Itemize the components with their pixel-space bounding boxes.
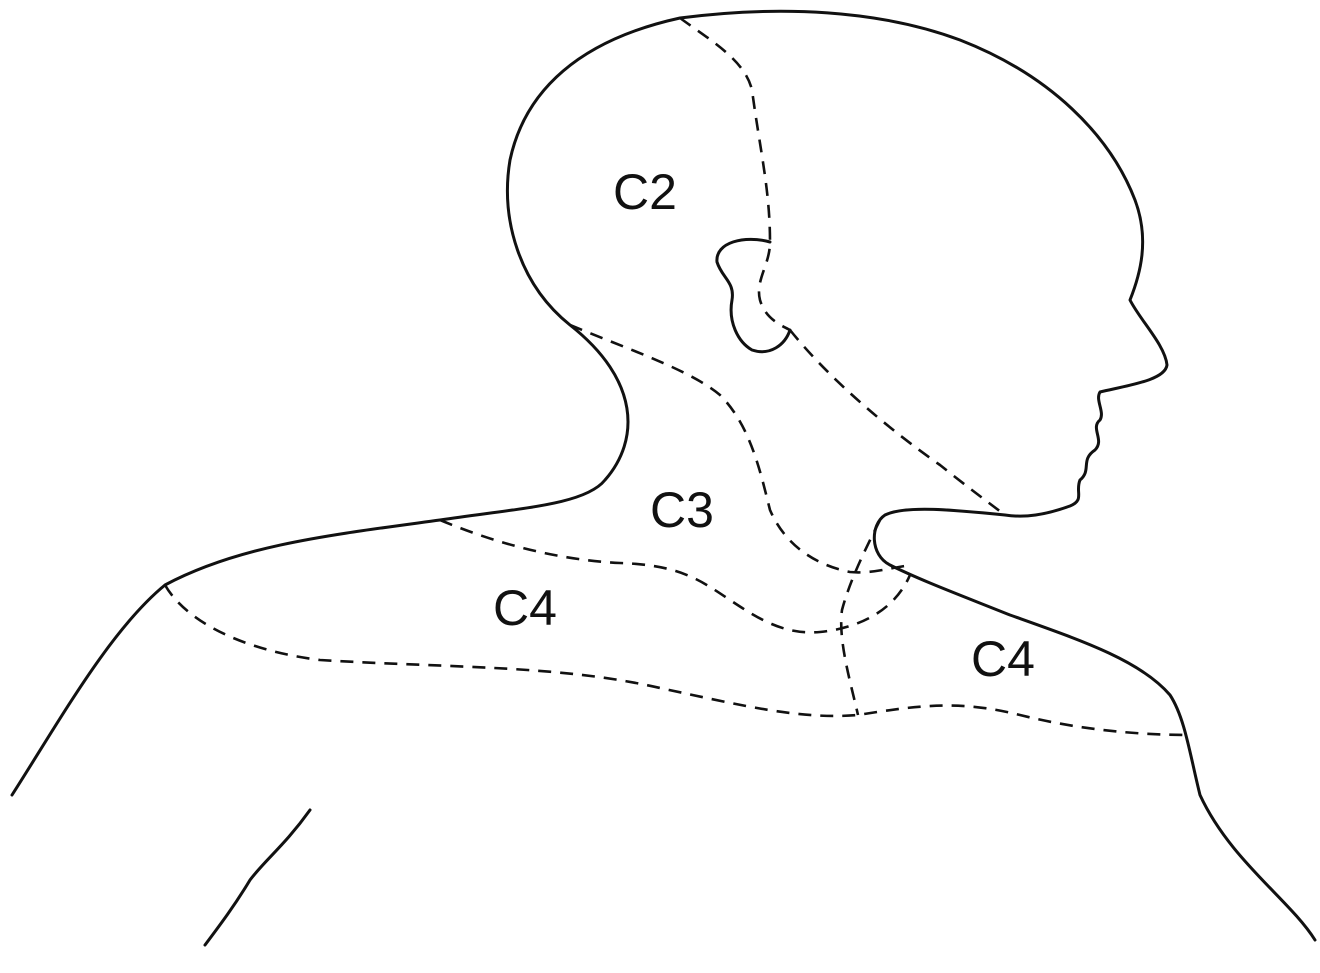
label-c3: C3 (650, 482, 714, 538)
head-and-back-outline (12, 11, 1315, 940)
label-c4-left: C4 (493, 580, 557, 636)
boundary-c2-posterior (680, 18, 790, 330)
boundary-c4-lower (165, 585, 1190, 735)
label-c2: C2 (613, 164, 677, 220)
boundary-c4-midline (841, 520, 880, 715)
label-c4-right: C4 (971, 631, 1035, 687)
boundary-c2-c3-neck (570, 325, 905, 572)
arm-outline (205, 810, 310, 945)
ear-outline (717, 239, 790, 351)
boundary-c2-jaw (790, 330, 1005, 515)
